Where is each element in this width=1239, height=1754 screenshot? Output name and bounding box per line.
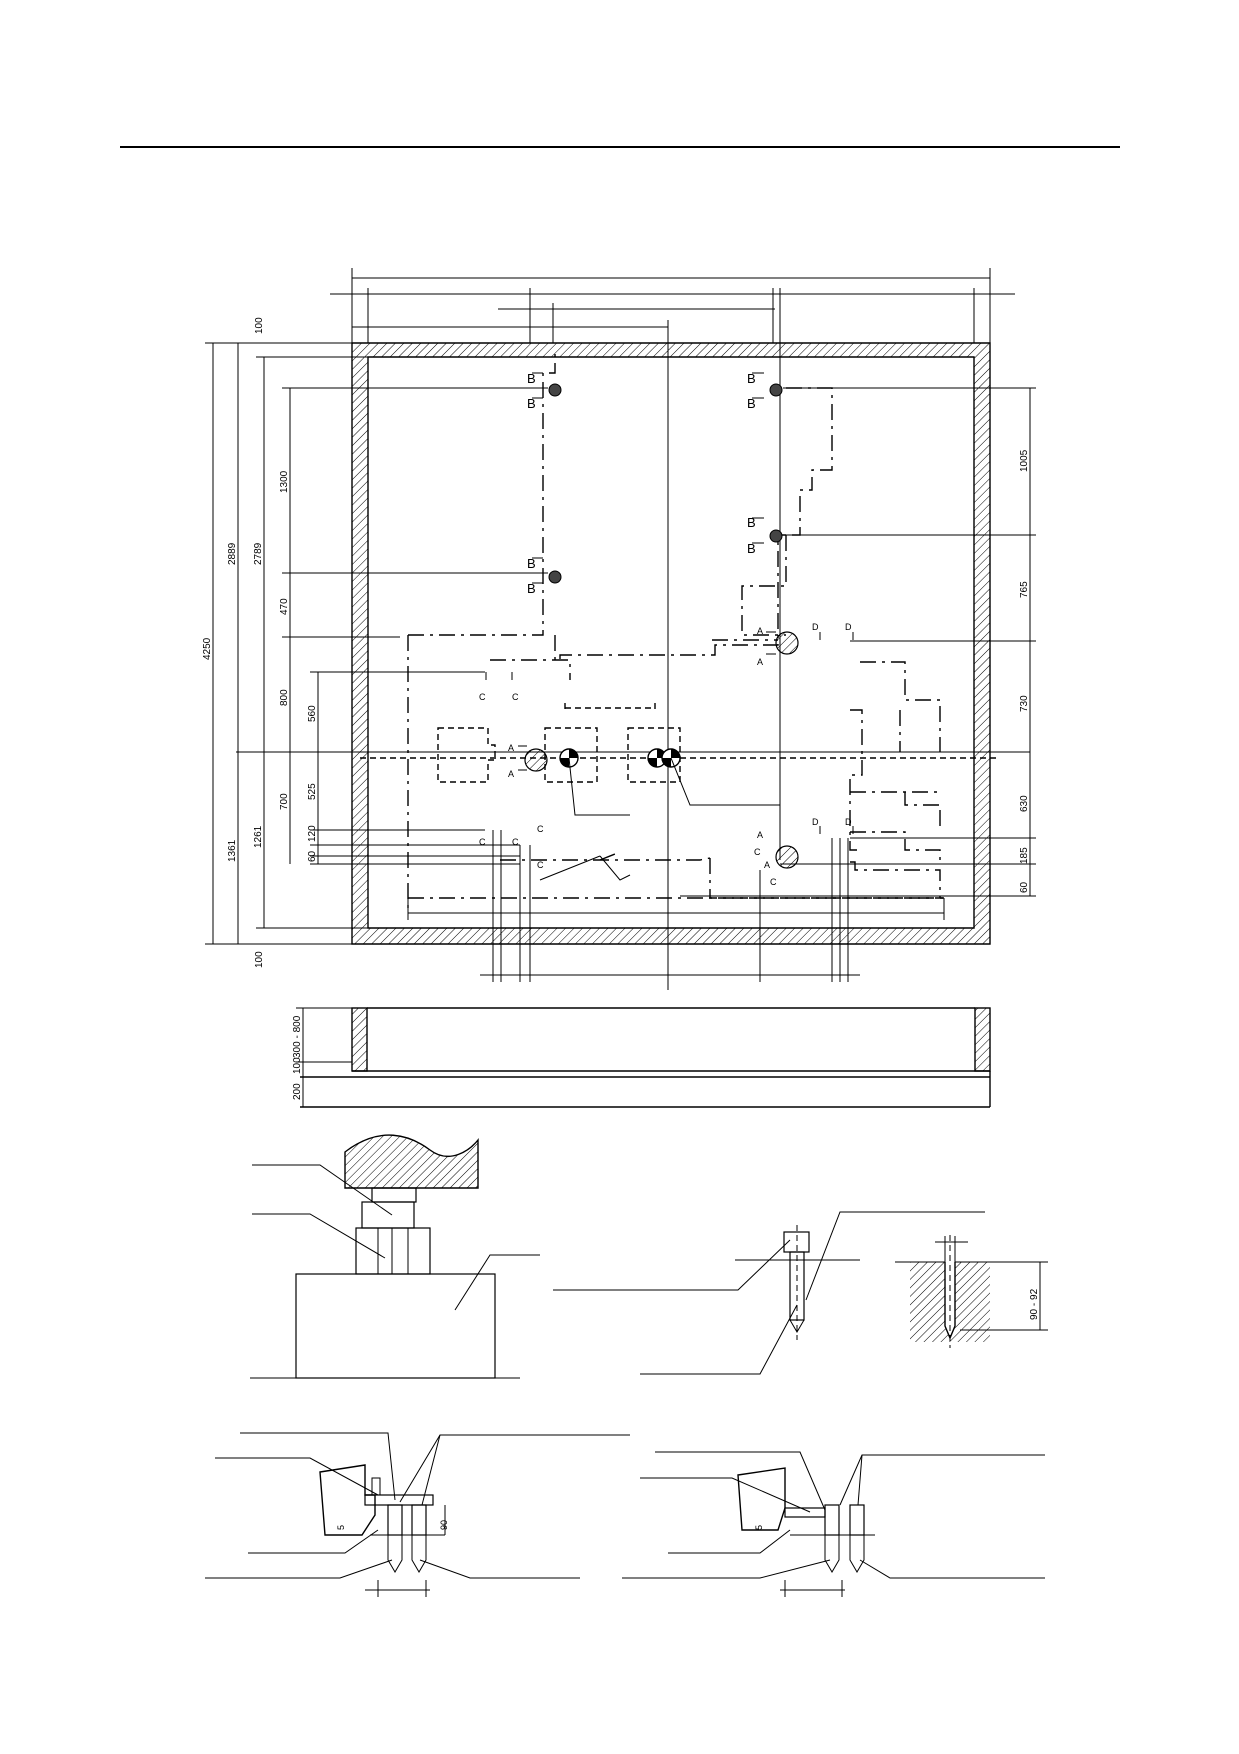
left-dimension-texts: 100 4250 2889 2789 1300 470 800 560 700 … <box>202 317 318 968</box>
svg-text:5: 5 <box>336 1525 346 1530</box>
lower-right-detail: 5 <box>622 1451 1045 1597</box>
svg-text:90 - 92: 90 - 92 <box>1029 1288 1040 1320</box>
svg-text:2789: 2789 <box>253 542 264 565</box>
svg-text:730: 730 <box>1019 695 1030 712</box>
svg-text:C: C <box>479 692 486 702</box>
svg-text:630: 630 <box>1019 795 1030 812</box>
drill-hole-detail: 90 - 92 <box>895 1235 1048 1348</box>
svg-text:60: 60 <box>307 850 318 862</box>
svg-text:C: C <box>537 824 544 834</box>
bolt-b2 <box>769 383 783 397</box>
lower-left-detail: 5 90 <box>205 1432 630 1597</box>
svg-text:B: B <box>747 396 756 411</box>
svg-text:100: 100 <box>292 1057 303 1074</box>
svg-text:1261: 1261 <box>253 825 264 848</box>
svg-text:B: B <box>527 556 536 571</box>
mount-pads <box>360 703 1000 783</box>
svg-text:C: C <box>754 847 761 857</box>
section-markers: B B B B B B B B A A A A A A D D D D C C … <box>479 371 852 887</box>
svg-text:D: D <box>845 817 852 827</box>
svg-text:C: C <box>537 860 544 870</box>
svg-text:A: A <box>508 769 514 779</box>
svg-text:800: 800 <box>279 689 290 706</box>
svg-text:A: A <box>757 626 763 636</box>
svg-text:200: 200 <box>292 1083 303 1100</box>
svg-text:120: 120 <box>307 825 318 842</box>
svg-text:5: 5 <box>754 1525 764 1530</box>
svg-text:D: D <box>845 622 852 632</box>
svg-text:A: A <box>508 743 514 753</box>
svg-text:B: B <box>747 515 756 530</box>
svg-text:B: B <box>747 371 756 386</box>
svg-text:60: 60 <box>1019 881 1030 893</box>
svg-text:C: C <box>512 837 519 847</box>
svg-text:1300: 1300 <box>279 470 290 493</box>
svg-text:560: 560 <box>307 705 318 722</box>
svg-text:185: 185 <box>1019 847 1030 864</box>
top-dimension-lines <box>330 268 1015 990</box>
svg-text:C: C <box>512 692 519 702</box>
mount-detail <box>250 1134 540 1379</box>
plan-view: B B B B B B B B A A A A A A D D D D C C … <box>202 268 1036 990</box>
pit-wall-hatch <box>351 342 991 945</box>
svg-text:525: 525 <box>307 783 318 800</box>
svg-text:1005: 1005 <box>1019 449 1030 472</box>
right-dimension-texts: 1005 765 730 630 185 60 <box>1019 449 1030 893</box>
bolt-a3 <box>775 845 799 869</box>
section-view: 300 - 800 100 200 <box>292 1007 991 1108</box>
svg-text:A: A <box>764 860 770 870</box>
svg-text:B: B <box>527 581 536 596</box>
svg-text:A: A <box>757 830 763 840</box>
svg-text:B: B <box>747 541 756 556</box>
section-wall-right <box>974 1007 991 1072</box>
section-wall-left <box>351 1007 368 1072</box>
svg-text:90: 90 <box>439 1520 449 1530</box>
svg-text:C: C <box>479 837 486 847</box>
foundation-block <box>295 1273 496 1379</box>
svg-text:D: D <box>812 622 819 632</box>
svg-text:470: 470 <box>279 598 290 615</box>
bolt-a2 <box>524 748 548 772</box>
svg-text:1361: 1361 <box>227 839 238 862</box>
bolt-a1 <box>775 631 799 655</box>
svg-text:B: B <box>527 371 536 386</box>
bolt-b4 <box>548 570 562 584</box>
svg-text:4250: 4250 <box>202 637 213 660</box>
bottom-dimension-lines <box>407 830 945 982</box>
svg-text:100: 100 <box>254 951 265 968</box>
marker-arrows <box>485 372 854 834</box>
svg-text:765: 765 <box>1019 581 1030 598</box>
svg-text:2889: 2889 <box>227 542 238 565</box>
svg-text:C: C <box>770 877 777 887</box>
engine-frame-hatch <box>344 1134 479 1189</box>
svg-text:100: 100 <box>254 317 265 334</box>
svg-text:300 - 800: 300 - 800 <box>292 1015 303 1058</box>
bolt-b3 <box>769 529 783 543</box>
right-dimension-lines <box>680 387 1036 897</box>
left-dimension-lines <box>205 342 1030 945</box>
svg-text:D: D <box>812 817 819 827</box>
base-outline <box>407 350 944 913</box>
svg-text:A: A <box>757 657 763 667</box>
svg-text:B: B <box>527 396 536 411</box>
anchor-bolt-detail <box>553 1211 985 1375</box>
leaders <box>539 757 780 881</box>
svg-text:700: 700 <box>279 793 290 810</box>
bolt-b1 <box>548 383 562 397</box>
